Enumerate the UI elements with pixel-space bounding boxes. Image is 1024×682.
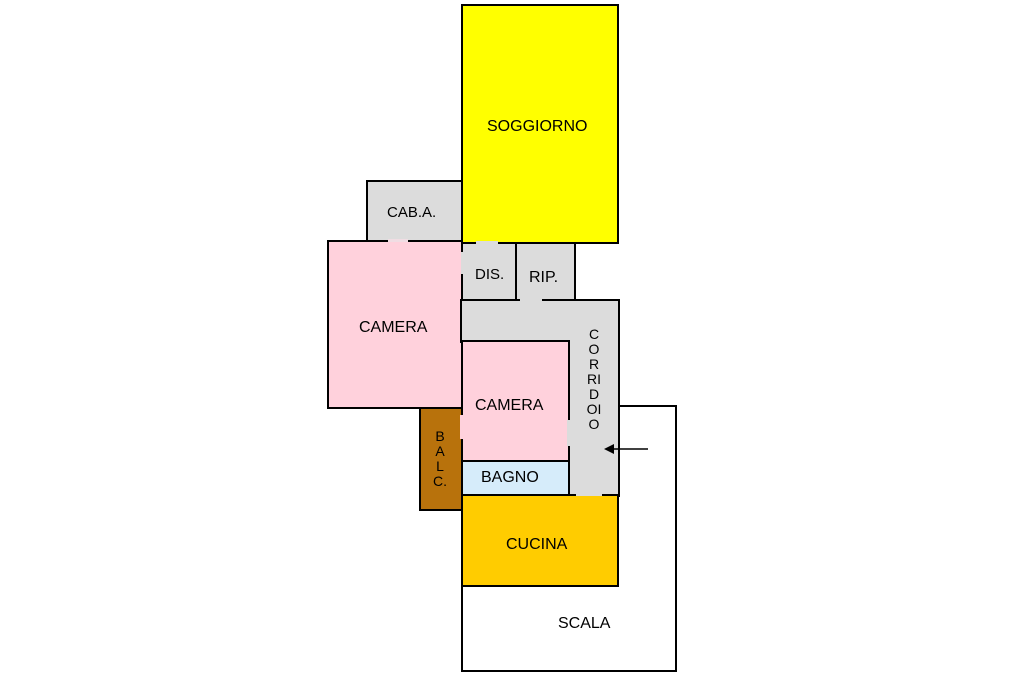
door-opening (388, 239, 408, 242)
label-scala: SCALA (558, 615, 611, 632)
label-cabina-armadio: CAB.A. (387, 204, 437, 221)
door-opening (461, 252, 464, 274)
door-opening (520, 299, 542, 302)
room-cabina-armadio (366, 180, 463, 242)
label-ripostiglio: RIP. (529, 269, 559, 286)
label-balcone: BALC. (433, 428, 447, 489)
room-ripostiglio (515, 242, 576, 302)
door-opening (476, 241, 498, 244)
door-opening (460, 415, 463, 439)
room-cucina (461, 494, 619, 587)
door-opening (567, 420, 570, 446)
entrance-arrow-icon (604, 444, 648, 454)
label-camera-2: CAMERA (475, 397, 544, 414)
label-bagno: BAGNO (481, 469, 539, 486)
room-camera-2 (461, 340, 570, 462)
room-balcone (419, 407, 463, 511)
label-disimpegno: DIS. (475, 266, 505, 283)
label-camera-1: CAMERA (359, 319, 428, 336)
room-soggiorno (461, 4, 619, 244)
label-soggiorno: SOGGIORNO (487, 118, 588, 135)
label-corridoio: CORRIDOIO (586, 326, 602, 432)
door-opening (576, 493, 602, 496)
label-cucina: CUCINA (506, 536, 568, 553)
